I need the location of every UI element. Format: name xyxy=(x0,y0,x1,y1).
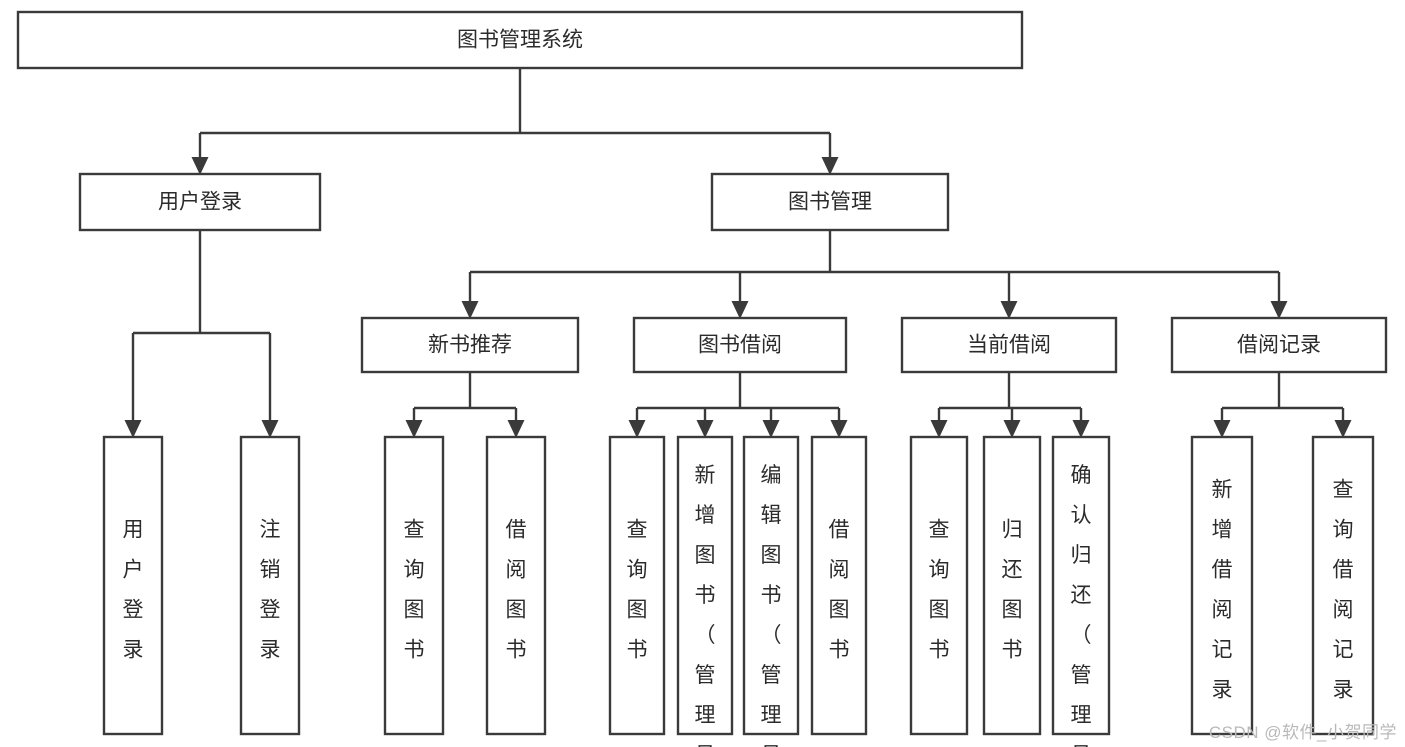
node-box-leaf-add-book[interactable] xyxy=(676,435,734,736)
node-label-leaf-query-book-3: 查询图书 xyxy=(929,519,950,662)
node-box-leaf-confirm-return[interactable] xyxy=(1051,435,1111,736)
node-leaf-return-book[interactable]: 归还图书 xyxy=(982,435,1042,736)
node-label-leaf-query-book-2: 查询图书 xyxy=(627,519,648,662)
arrow-head-leaf_logout xyxy=(261,420,279,438)
node-leaf-add-book[interactable]: 新增图书（管理员） xyxy=(676,435,734,747)
node-leaf-user-login[interactable]: 用户登录 xyxy=(102,435,164,736)
node-label-new-book-rec: 新书推荐 xyxy=(428,334,512,357)
node-label-leaf-logout: 注销登录 xyxy=(260,519,281,662)
arrow-head-leaf_borrow_book_1 xyxy=(507,420,525,438)
node-box-book-manage[interactable] xyxy=(710,172,950,232)
node-box-borrow-record[interactable] xyxy=(1170,316,1388,374)
node-box-leaf-query-book-2[interactable] xyxy=(608,435,666,736)
arrow-head-leaf_return_book xyxy=(1003,420,1021,438)
node-label-leaf-borrow-book-1: 借阅图书 xyxy=(506,519,527,662)
node-box-leaf-edit-book[interactable] xyxy=(742,435,800,736)
node-label-leaf-query-book-1: 查询图书 xyxy=(404,519,425,662)
node-leaf-query-record[interactable]: 查询借阅记录 xyxy=(1311,435,1375,736)
arrow-head-leaf_query_record xyxy=(1334,420,1352,438)
node-box-leaf-borrow-book-1[interactable] xyxy=(485,435,547,736)
node-layer: 图书管理系统用户登录图书管理新书推荐图书借阅当前借阅借阅记录用户登录注销登录查询… xyxy=(16,10,1388,747)
arrow-head-leaf_query_book_3 xyxy=(930,420,948,438)
node-leaf-logout[interactable]: 注销登录 xyxy=(239,435,301,736)
arrow-head-new_book_rec xyxy=(461,301,479,319)
connector-group-user_login xyxy=(124,230,279,438)
connector-layer xyxy=(124,68,1352,438)
node-leaf-borrow-book-1[interactable]: 借阅图书 xyxy=(485,435,547,736)
node-leaf-query-book-2[interactable]: 查询图书 xyxy=(608,435,666,736)
node-label-current-borrow: 当前借阅 xyxy=(967,334,1051,357)
node-box-leaf-query-book-3[interactable] xyxy=(909,435,969,736)
node-leaf-confirm-return[interactable]: 确认归还（管理员） xyxy=(1051,435,1111,747)
arrow-head-book_borrow xyxy=(731,301,749,319)
arrow-head-leaf_add_record xyxy=(1213,420,1231,438)
node-label-root: 图书管理系统 xyxy=(457,29,583,52)
arrow-head-leaf_edit_book xyxy=(762,420,780,438)
node-book-borrow[interactable]: 图书借阅 xyxy=(632,316,848,374)
node-label-book-manage: 图书管理 xyxy=(788,191,872,214)
connector-group-root xyxy=(191,68,839,175)
node-user-login[interactable]: 用户登录 xyxy=(78,172,322,232)
node-box-current-borrow[interactable] xyxy=(900,316,1118,374)
node-book-manage[interactable]: 图书管理 xyxy=(710,172,950,232)
node-leaf-query-book-3[interactable]: 查询图书 xyxy=(909,435,969,736)
node-leaf-add-record[interactable]: 新增借阅记录 xyxy=(1190,435,1254,736)
arrow-head-leaf_borrow_book_2 xyxy=(830,420,848,438)
arrow-head-user_login xyxy=(191,157,209,175)
node-box-user-login[interactable] xyxy=(78,172,322,232)
node-box-root[interactable] xyxy=(16,10,1024,70)
arrow-head-leaf_add_book xyxy=(696,420,714,438)
arrow-head-borrow_record xyxy=(1270,301,1288,319)
watermark-text: CSDN @软件_小贺同学 xyxy=(1208,723,1397,742)
arrow-head-leaf_query_book_1 xyxy=(405,420,423,438)
node-box-leaf-return-book[interactable] xyxy=(982,435,1042,736)
arrow-head-book_manage xyxy=(821,157,839,175)
arrow-head-leaf_confirm_return xyxy=(1072,420,1090,438)
node-box-leaf-add-record[interactable] xyxy=(1190,435,1254,736)
connector-group-new_book_rec xyxy=(405,372,525,438)
connector-group-borrow_record xyxy=(1213,372,1352,438)
arrow-head-current_borrow xyxy=(1000,301,1018,319)
node-new-book-rec[interactable]: 新书推荐 xyxy=(360,316,580,374)
node-box-leaf-borrow-book-2[interactable] xyxy=(810,435,868,736)
node-label-leaf-borrow-book-2: 借阅图书 xyxy=(829,519,850,662)
node-leaf-edit-book[interactable]: 编辑图书（管理员） xyxy=(742,435,800,747)
node-label-borrow-record: 借阅记录 xyxy=(1237,334,1321,357)
node-label-leaf-edit-book: 编辑图书（管理员） xyxy=(761,464,782,747)
node-box-leaf-query-record[interactable] xyxy=(1311,435,1375,736)
node-leaf-borrow-book-2[interactable]: 借阅图书 xyxy=(810,435,868,736)
node-current-borrow[interactable]: 当前借阅 xyxy=(900,316,1118,374)
node-box-book-borrow[interactable] xyxy=(632,316,848,374)
node-root[interactable]: 图书管理系统 xyxy=(16,10,1024,70)
node-label-leaf-add-book: 新增图书（管理员） xyxy=(695,464,716,747)
connector-group-current_borrow xyxy=(930,372,1090,438)
connector-group-book_manage xyxy=(461,230,1288,319)
node-label-leaf-add-record: 新增借阅记录 xyxy=(1212,479,1233,702)
node-box-leaf-logout[interactable] xyxy=(239,435,301,736)
node-box-new-book-rec[interactable] xyxy=(360,316,580,374)
connector-group-book_borrow xyxy=(628,372,848,438)
node-label-user-login: 用户登录 xyxy=(158,191,242,214)
arrow-head-leaf_query_book_2 xyxy=(628,420,646,438)
arrow-head-leaf_user_login xyxy=(124,420,142,438)
node-label-leaf-user-login: 用户登录 xyxy=(123,519,144,662)
node-label-book-borrow: 图书借阅 xyxy=(698,334,782,357)
node-label-leaf-confirm-return: 确认归还（管理员） xyxy=(1071,464,1092,747)
node-leaf-query-book-1[interactable]: 查询图书 xyxy=(383,435,445,736)
node-label-leaf-query-record: 查询借阅记录 xyxy=(1333,479,1354,702)
node-borrow-record[interactable]: 借阅记录 xyxy=(1170,316,1388,374)
node-label-leaf-return-book: 归还图书 xyxy=(1002,519,1023,662)
node-box-leaf-user-login[interactable] xyxy=(102,435,164,736)
node-box-leaf-query-book-1[interactable] xyxy=(383,435,445,736)
